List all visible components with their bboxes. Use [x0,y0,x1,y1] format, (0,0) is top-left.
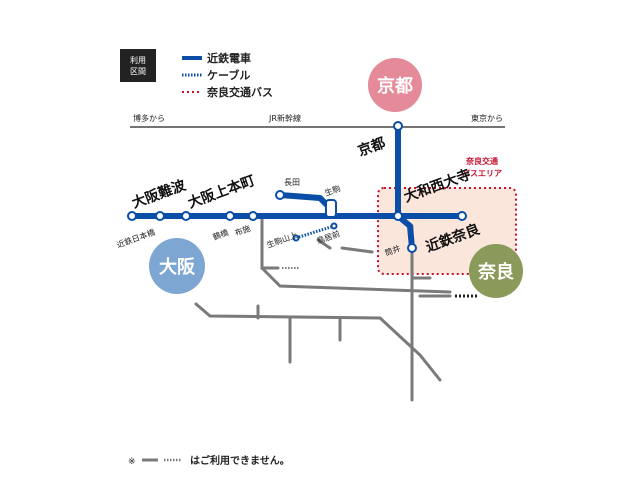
osaka-namba-label: 大阪難波 [130,176,189,211]
legend-bus-label: 奈良交通バス [206,85,273,99]
station-nagata [275,190,285,200]
gray-line-cable-west [340,246,374,254]
footnote-text: はご利用できません。 [190,454,290,467]
kintetsu-ikoma-line [277,192,333,211]
shinkansen-label: JR新幹線 [268,113,301,123]
station-tsutsui [407,243,417,253]
tsuruhashi-label: 鶴橋 [211,227,229,242]
osaka-uehommachi-label: 大阪上本町 [186,172,258,212]
legend-badge-line1: 利用 [130,55,146,65]
from-tokyo-label: 東京から [471,113,503,123]
kyoto-city-circle [368,58,422,112]
legend: 近鉄電車 ケーブル 奈良交通バス [182,51,273,99]
station-toriimae [330,222,338,230]
station-kintetsu-nara [457,211,467,221]
gray-line-east-west [260,266,452,294]
station-ikoma-sanjo [292,234,300,242]
kyoto-city-label: 京都 [377,75,413,97]
kintetsu-nipponbashi-label: 近鉄日本橋 [115,227,156,250]
ikoma-cable-line [295,224,335,240]
footnote-asterisk: ※ [128,457,136,467]
gray-line-south [194,302,442,382]
station-fuse [248,211,258,221]
station-osaka-uehommachi [181,211,191,221]
legend-badge-line2: 区間 [130,66,146,76]
station-ikoma [325,199,337,218]
bus-area-label-line2: バスエリア [462,169,502,178]
from-hakata-label: 博多から [133,113,165,123]
legend-usage-section-badge: 利用 区間 [120,49,156,82]
kintetsu-tenri-branch [395,213,415,251]
nagata-label: 長田 [284,178,300,187]
legend-train-label: 近鉄電車 [207,51,251,65]
non-usable-lines [194,216,452,402]
osaka-city-circle [149,238,205,294]
ikoma-label: 生駒 [323,183,341,198]
footnote: ※ はご利用できません。 [128,454,290,467]
station-yamato-saidaiji [393,211,403,221]
nara-city-label: 奈良 [477,261,514,283]
bus-area-label-line1: 奈良交通 [465,156,498,166]
osaka-city-label: 大阪 [159,256,196,278]
legend-cable-label: ケーブル [207,68,250,82]
gray-line-toriimae [316,238,332,250]
stations [127,121,467,253]
ikoma-sanjo-label: 生駒山上 [265,230,298,250]
station-kyoto [393,121,403,131]
station-osaka-namba [127,211,137,221]
kyoto-station-label: 京都 [356,134,388,160]
station-tsuruhashi [225,211,235,221]
station-kintetsu-nipponbashi [155,211,165,221]
fuse-label: 布施 [233,223,251,238]
nara-city-circle [469,244,523,298]
